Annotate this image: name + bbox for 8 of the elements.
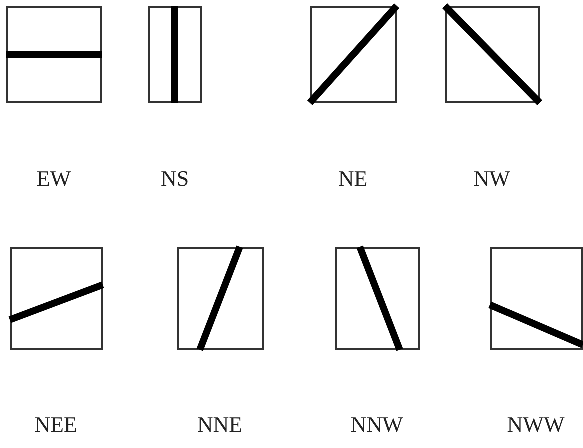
direction-label: NS: [160, 166, 190, 192]
direction-label: NE: [338, 166, 368, 192]
direction-label: NEE: [34, 412, 78, 438]
direction-label: NWW: [507, 412, 565, 438]
direction-label: EW: [36, 166, 72, 192]
direction-label: NW: [474, 166, 510, 192]
direction-label: NNE: [197, 412, 243, 438]
direction-label: NNW: [350, 412, 404, 438]
